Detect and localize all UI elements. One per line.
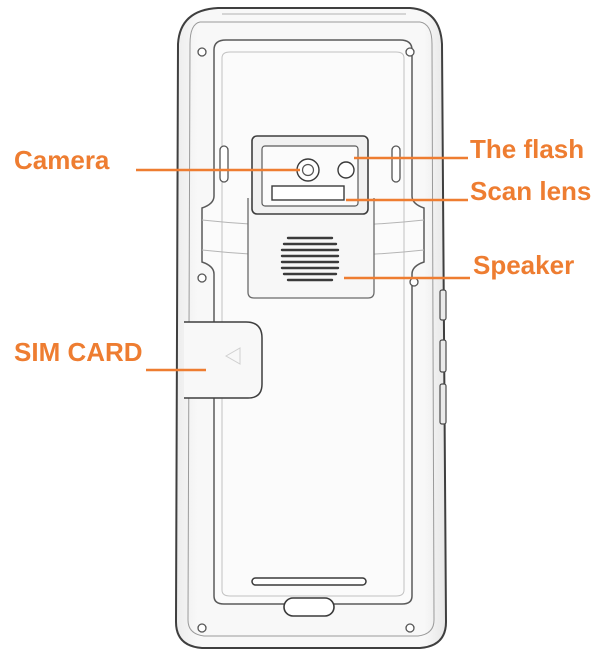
bottom-oval-button bbox=[283, 597, 335, 617]
side-buttons bbox=[439, 289, 447, 425]
flash-led bbox=[337, 161, 355, 179]
sim-card-cover bbox=[184, 321, 263, 399]
camera-lens bbox=[296, 158, 320, 182]
bottom-connector-slot bbox=[251, 577, 367, 586]
camera-speaker-module bbox=[247, 198, 375, 299]
flash-label: The flash bbox=[470, 134, 585, 164]
camera-label: Camera bbox=[14, 145, 110, 175]
corner-screws bbox=[197, 47, 419, 633]
leader-lines bbox=[136, 156, 470, 372]
scan-lens-label: Scan lens bbox=[470, 176, 592, 206]
speaker-label: Speaker bbox=[473, 250, 575, 280]
scan-lens-window bbox=[271, 185, 345, 201]
side-slots bbox=[219, 145, 401, 183]
camera-housing bbox=[251, 135, 369, 215]
sim-card-label: SIM CARD bbox=[14, 337, 143, 367]
speaker-grille bbox=[280, 236, 340, 282]
